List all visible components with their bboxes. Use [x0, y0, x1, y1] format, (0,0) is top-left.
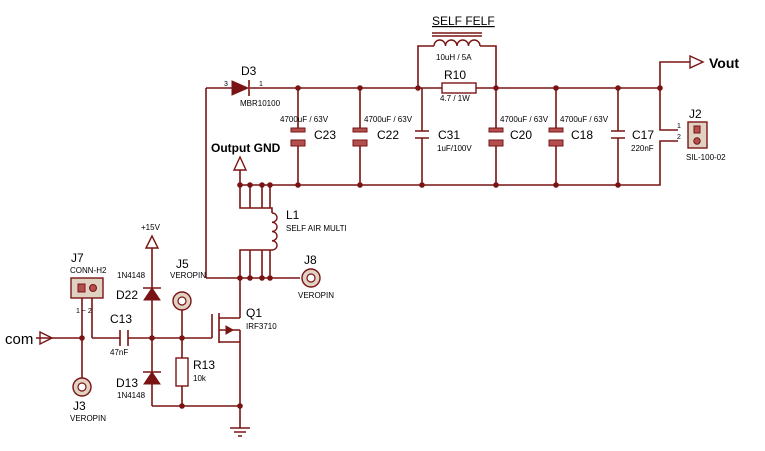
q1-ref: Q1: [246, 306, 262, 320]
d22-ref: D22: [116, 288, 138, 302]
v15-terminal: +15V: [141, 223, 161, 249]
c23-ref: C23: [314, 128, 336, 142]
d3-pin-anode: 3: [224, 81, 228, 88]
vout-label: Vout: [709, 55, 739, 71]
output-gnd-terminal: Output GND: [211, 141, 281, 171]
c17-value: 220nF: [631, 144, 654, 153]
junctions: [79, 85, 663, 409]
d22-value: 1N4148: [117, 271, 146, 280]
com-terminal: com: [5, 330, 54, 348]
capacitor-c13: C13 47nF: [110, 312, 132, 357]
r13-value: 10k: [193, 374, 207, 383]
resistor-r13: R13 10k: [175, 357, 215, 387]
c31-value: 1uF/100V: [437, 144, 472, 153]
wires: [36, 45, 690, 428]
c20-ref: C20: [510, 128, 532, 142]
c13-value: 47nF: [110, 348, 128, 357]
j7-ref: J7: [71, 251, 84, 265]
j8-value: VEROPIN: [298, 291, 334, 300]
j8-ref: J8: [304, 253, 317, 267]
d3-value: MBR10100: [240, 99, 281, 108]
v15-label: +15V: [141, 223, 161, 232]
c18-ref: C18: [571, 128, 593, 142]
capacitor-c31: C31 1uF/100V: [415, 128, 472, 153]
d3-ref: D3: [241, 64, 257, 78]
c20-value: 4700uF / 63V: [500, 115, 549, 124]
c18-value: 4700uF / 63V: [560, 115, 609, 124]
c17-ref: C17: [632, 128, 654, 142]
j7-value: CONN-H2: [70, 266, 107, 275]
diode-d13: D13 1N4148: [116, 371, 161, 400]
d3-pin-cathode: 1: [259, 81, 263, 88]
capacitor-c18: 4700uF / 63V C18: [548, 115, 609, 147]
resistor-r10: R10 4.7 / 1W: [440, 68, 477, 103]
capacitor-c23: 4700uF / 63V C23: [280, 115, 336, 147]
vout-terminal: Vout: [689, 54, 739, 71]
c22-ref: C22: [377, 128, 399, 142]
veropin-j8: J8 VEROPIN: [298, 253, 334, 300]
connector-j7: J7 CONN-H2 1 ~ 2: [70, 251, 107, 315]
c31-ref: C31: [438, 128, 460, 142]
inductor-self-felf: SELF FELF 10uH / 5A: [432, 14, 495, 62]
r10-ref: R10: [444, 68, 466, 82]
output-gnd-label: Output GND: [211, 141, 281, 155]
diode-d3: D3 MBR10100 3 1: [224, 64, 281, 108]
veropin-j5: J5 VEROPIN: [170, 257, 206, 311]
veropin-j3: J3 VEROPIN: [70, 377, 106, 423]
mosfet-q1: Q1 IRF3710: [211, 306, 277, 343]
j2-pin-1: 1: [677, 123, 681, 130]
com-label: com: [5, 331, 33, 348]
connector-j2: J2 SIL-100-02 1 2: [677, 107, 726, 162]
r13-ref: R13: [193, 358, 215, 372]
capacitor-c17: C17 220nF: [611, 128, 654, 153]
r10-value: 4.7 / 1W: [440, 94, 470, 103]
j2-ref: J2: [689, 107, 702, 121]
j2-pin-2: 2: [677, 134, 681, 141]
l1-ref: L1: [286, 208, 300, 222]
inductor-l1: L1 SELF AIR MULTI: [271, 208, 347, 251]
q1-value: IRF3710: [246, 322, 277, 331]
j3-ref: J3: [73, 399, 86, 413]
diode-d22: 1N4148 D22: [116, 271, 161, 302]
capacitor-c22: 4700uF / 63V C22: [352, 115, 413, 147]
j3-value: VEROPIN: [70, 414, 106, 423]
j7-pin-marks: 1 ~ 2: [76, 308, 92, 315]
self-felf-title: SELF FELF: [432, 14, 495, 28]
j5-value: VEROPIN: [170, 271, 206, 280]
j5-ref: J5: [176, 257, 189, 271]
c13-ref: C13: [110, 312, 132, 326]
c23-value: 4700uF / 63V: [280, 115, 329, 124]
l1-value: SELF AIR MULTI: [286, 224, 347, 233]
ground-symbol: [230, 427, 250, 437]
d13-ref: D13: [116, 376, 138, 390]
d13-value: 1N4148: [117, 391, 146, 400]
c22-value: 4700uF / 63V: [364, 115, 413, 124]
j2-value: SIL-100-02: [686, 153, 726, 162]
self-felf-value: 10uH / 5A: [436, 53, 472, 62]
capacitor-c20: 4700uF / 63V C20: [488, 115, 549, 147]
